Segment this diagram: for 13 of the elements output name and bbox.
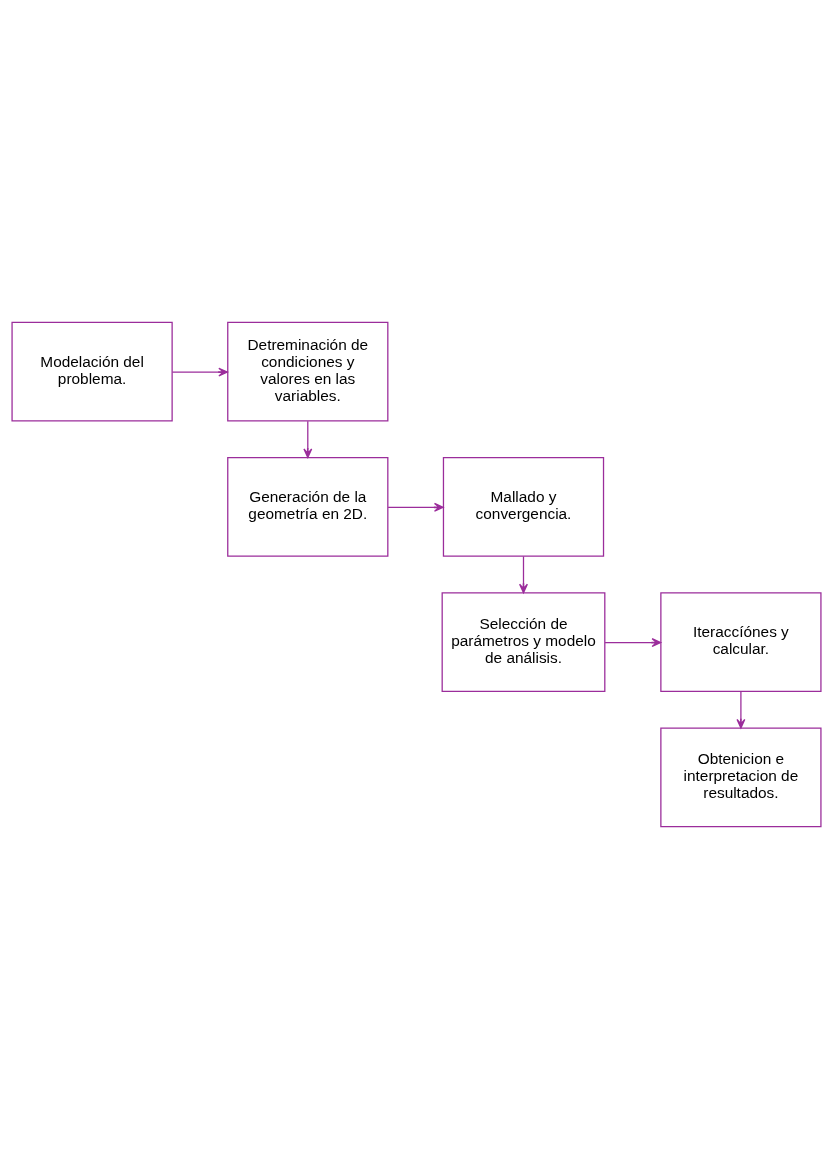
node-box: Modelación del problema. — [11, 321, 173, 422]
node-box: Iteraccíónes y calcular. — [660, 592, 822, 692]
node-box: Obtenicion e interpretacion de resultados. — [660, 727, 822, 828]
arrow — [736, 691, 746, 729]
arrow — [171, 367, 229, 377]
node-box: Selección de parámetros y modelo de análisis. — [441, 592, 606, 692]
arrow — [303, 420, 313, 459]
node-box: Mallado y convergencia. — [442, 457, 605, 557]
node-box: Generación de la geometría en 2D. — [227, 457, 389, 557]
arrow — [519, 555, 528, 594]
arrow — [387, 502, 444, 512]
node-box: Detreminación de condiciones y valores en las variables. — [227, 321, 389, 422]
arrow — [604, 638, 662, 648]
